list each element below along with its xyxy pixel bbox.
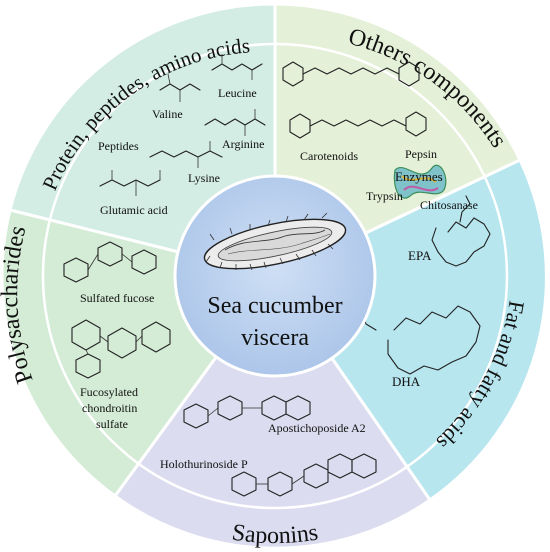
amino-acid-structures xyxy=(99,54,266,196)
label-chitosanase: Chitosanase xyxy=(420,198,478,212)
label-peptides: Peptides xyxy=(98,139,139,153)
polysaccharide-structures xyxy=(63,241,171,379)
carotenoid-structures xyxy=(282,61,427,139)
label-holothurinoside-p: Holothurinoside P xyxy=(160,457,248,471)
inner-ring xyxy=(41,42,509,510)
enzyme-ribbon-icon xyxy=(393,164,447,199)
label-chondroitin: chondroitin xyxy=(82,401,137,415)
label-epa: EPA xyxy=(408,248,432,263)
sector-saponins xyxy=(112,273,433,550)
label-valine: Valine xyxy=(152,107,183,121)
label-dha: DHA xyxy=(392,374,421,389)
sea-cucumber-icon xyxy=(203,212,347,271)
label-sulfate: sulfate xyxy=(96,417,128,431)
label-apostichoposide-a2: Apostichoposide A2 xyxy=(268,421,366,435)
label-trypsin: Trypsin xyxy=(366,189,403,203)
label-pepsin: Pepsin xyxy=(405,147,437,161)
label-lysine: Lysine xyxy=(188,171,220,185)
label-enzymes: Enzymes xyxy=(395,169,443,184)
label-arginine: Arginine xyxy=(222,137,264,151)
label-leucine: Leucine xyxy=(218,86,257,100)
label-glutamic-acid: Glutamic acid xyxy=(100,203,168,217)
sector-title-saponins: Saponins xyxy=(230,520,320,550)
saponin-structures xyxy=(183,395,377,497)
epa-structure xyxy=(431,195,491,267)
label-fucosylated: Fucosylated xyxy=(80,385,138,399)
label-sulfated-fucose: Sulfated fucose xyxy=(80,291,154,305)
center-title-line1: Sea cucumber xyxy=(207,293,342,319)
label-carotenoids: Carotenoids xyxy=(300,149,358,163)
center-title-line2: viscera xyxy=(241,325,309,351)
